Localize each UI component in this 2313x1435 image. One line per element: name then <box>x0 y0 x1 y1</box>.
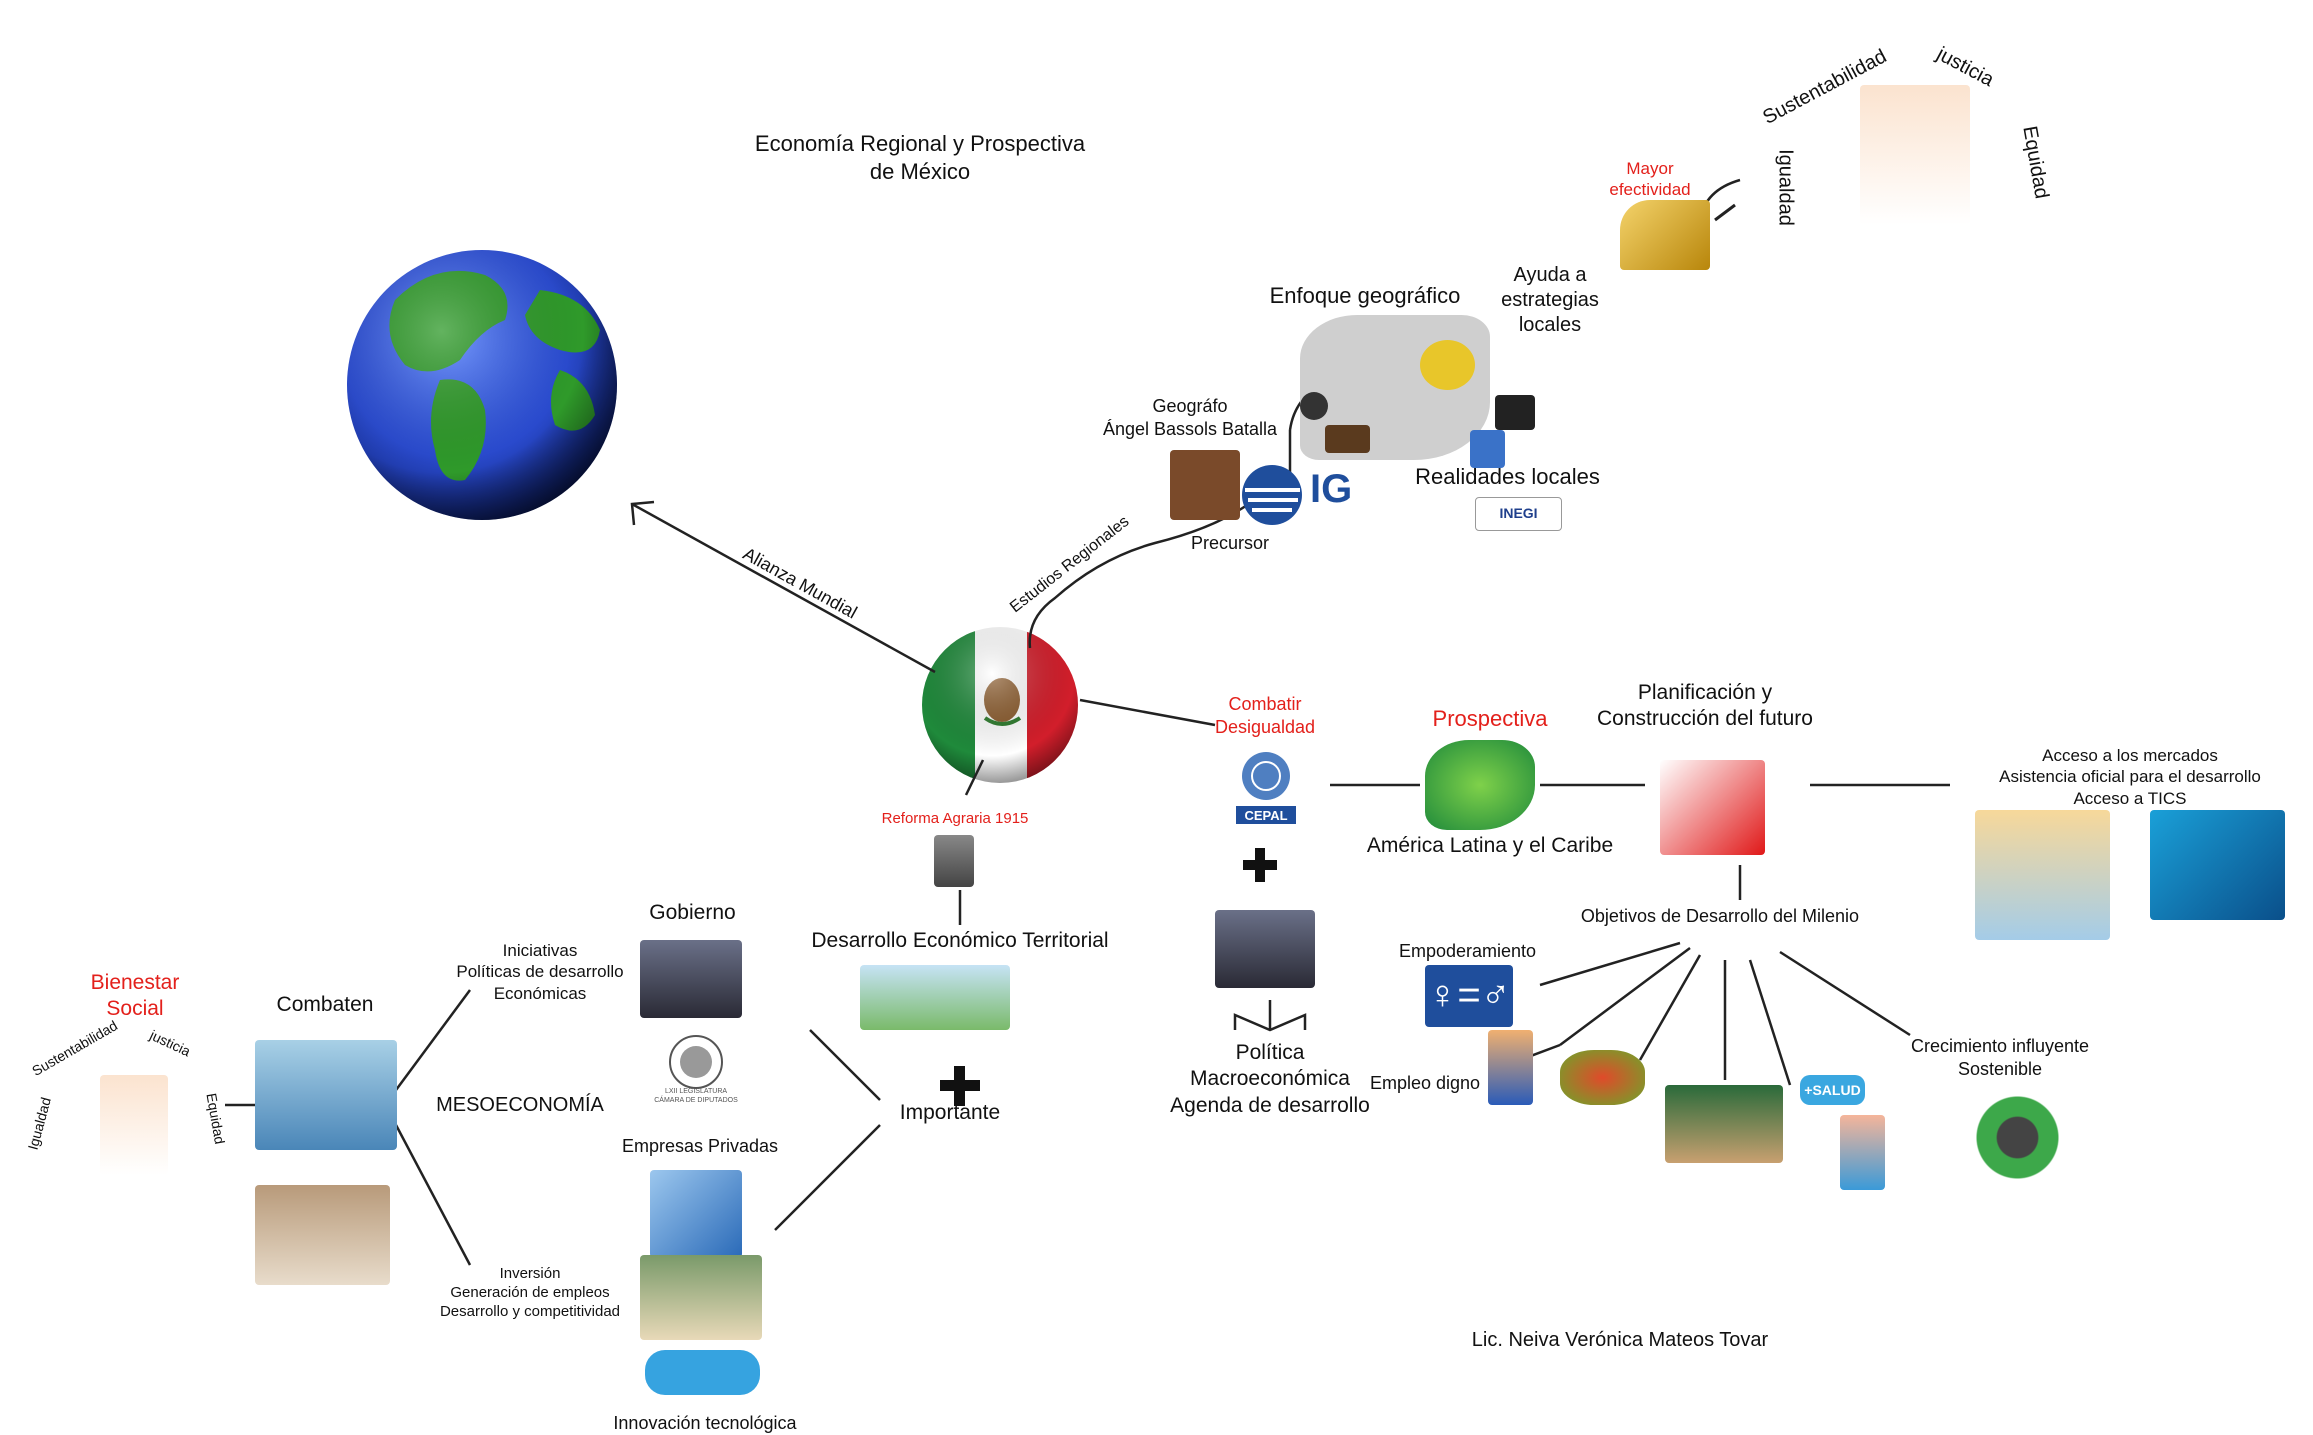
crecimiento-label: Crecimiento influyente Sostenible <box>1910 1036 2090 1079</box>
ayuda-estrategias-label: Ayuda a estrategias locales <box>1501 264 1599 336</box>
planificacion-label: Planificación y Construcción del futuro <box>1597 681 1813 731</box>
bienestar-social-label: Bienestar Social <box>90 971 180 1021</box>
family-illustration-left <box>100 1075 168 1175</box>
desarrollo-territorial-label: Desarrollo Económico Territorial <box>811 929 1109 952</box>
money-handshake-photo <box>640 1255 762 1340</box>
mining-tools-icon <box>1300 392 1328 420</box>
oil-barrel-icon <box>1495 395 1535 430</box>
classroom-photo <box>1665 1085 1783 1163</box>
worker-character-icon <box>1488 1030 1533 1105</box>
latin-america-map-icon <box>1425 740 1535 830</box>
page-title: Economía Regional y Prospectiva de Méxic… <box>754 131 1086 184</box>
objetivos-milenio-label: Objetivos de Desarrollo del Milenio <box>1580 906 1860 926</box>
pregnant-woman-icon <box>1840 1115 1885 1190</box>
government-photo <box>640 940 742 1018</box>
gobierno-label: Gobierno <box>649 901 736 924</box>
empresas-privadas-label: Empresas Privadas <box>621 1136 779 1156</box>
mexico-flag-globe-icon <box>922 627 1078 783</box>
empleo-digno-label: Empleo digno <box>1369 1073 1481 1093</box>
territorial-map-icon <box>860 965 1010 1030</box>
empoderamiento-label: Empoderamiento <box>1398 941 1537 961</box>
cepal-text: CEPAL <box>1244 808 1287 823</box>
reforma-agraria-label: Reforma Agraria 1915 <box>881 810 1029 827</box>
america-latina-label: América Latina y el Caribe <box>1366 834 1614 857</box>
cepal-logo: CEPAL <box>1232 748 1300 828</box>
balance-scale-icon <box>255 1040 397 1150</box>
growth-chart-photo <box>2150 810 2285 920</box>
globe-icon <box>347 250 617 520</box>
ig-logo-text: IG <box>1310 467 1352 511</box>
innovacion-label: Innovación tecnológica <box>613 1413 797 1433</box>
politica-label: Política Macroeconómica Agenda de desarr… <box>1170 1041 1370 1117</box>
iniciativas-label: Iniciativas Políticas de desarrollo Econ… <box>456 941 624 1003</box>
money-growth-icon <box>1620 200 1710 270</box>
office-building-icon <box>650 1170 742 1258</box>
ig-unam-logo: IG <box>1240 460 1380 530</box>
chamber-of-deputies-seal: LXII LEGISLATURA CÁMARA DE DIPUTADOS <box>650 1030 742 1110</box>
worker-icon <box>1470 430 1505 468</box>
precursor-label: Precursor <box>1190 533 1270 553</box>
value-igualdad-top: Igualdad <box>1774 149 1797 226</box>
gender-equality-icon: ♀=♂ <box>1425 965 1513 1027</box>
strategy-arrows-icon <box>1660 760 1765 855</box>
enfoque-geografico-label: Enfoque geográfico <box>1269 283 1461 308</box>
inversion-label: Inversión Generación de empleos Desarrol… <box>439 1265 621 1320</box>
combatir-desigualdad-label: Combatir Desigualdad <box>1214 694 1316 737</box>
prospectiva-label: Prospectiva <box>1432 706 1548 731</box>
recycle-icon <box>1970 1090 2065 1185</box>
importante-label: Importante <box>899 1101 1001 1124</box>
acceso-mercados-label: Acceso a los mercados Asistencia oficial… <box>1999 746 2261 808</box>
scholar-icon <box>1170 450 1240 520</box>
cow-icon <box>1325 425 1370 453</box>
mesoeconomia-label: MESOECONOMÍA <box>436 1094 604 1116</box>
geografo-label: Geográfo Ángel Bassols Batalla <box>1102 396 1278 439</box>
politicians-photo <box>1215 910 1315 988</box>
family-illustration-top <box>1860 85 1970 225</box>
food-basket-icon <box>1560 1050 1645 1105</box>
inegi-logo: INEGI <box>1475 497 1562 531</box>
agrarian-reform-photo <box>934 835 974 887</box>
combaten-label: Combaten <box>276 993 374 1016</box>
camara-text: LXII LEGISLATURA CÁMARA DE DIPUTADOS <box>654 1088 738 1104</box>
mayor-efectividad-label: Mayor efectividad <box>1609 159 1691 200</box>
author-label: Lic. Neiva Verónica Mateos Tovar <box>1471 1329 1769 1351</box>
market-people-photo <box>1975 810 2110 940</box>
technology-icons <box>645 1350 760 1395</box>
health-icon: +SALUD <box>1800 1075 1865 1105</box>
poverty-photo <box>255 1185 390 1285</box>
corn-icon <box>1420 340 1475 390</box>
realidades-locales-label: Realidades locales <box>1415 464 1600 489</box>
